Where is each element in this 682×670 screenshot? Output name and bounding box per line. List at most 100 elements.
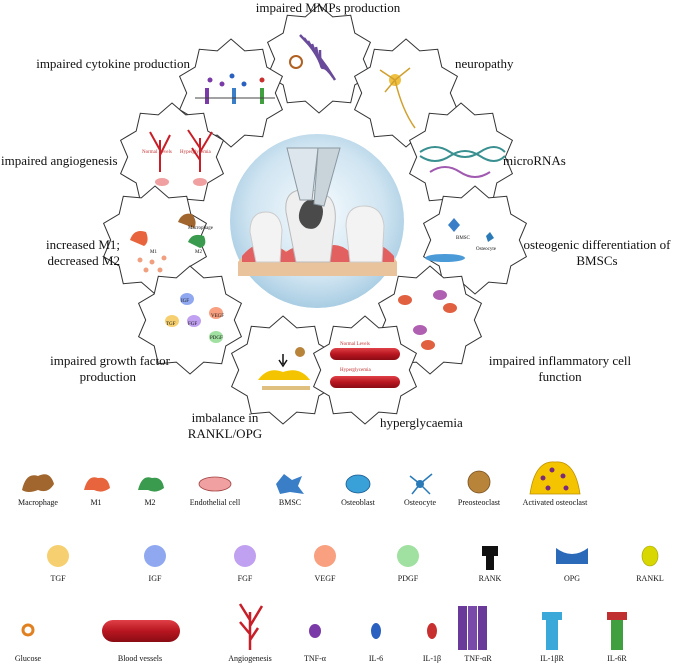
- m1-secretion-dot: [157, 267, 163, 273]
- legend-label-rank: RANK: [478, 574, 502, 583]
- legend-label-rankl: RANKL: [636, 574, 664, 583]
- angiogenesis-vessels: [149, 129, 213, 172]
- legend-icon-vegf: [314, 545, 336, 567]
- osteoclast-nucleus-dot: [545, 485, 551, 491]
- label-osteogenic-differentiation: osteogenic differentiation of: [523, 237, 671, 252]
- legend-label-il-1-: IL-1β: [422, 654, 442, 663]
- legend-icon-il-6r: [611, 616, 623, 650]
- inflammatory-cell: [433, 290, 447, 300]
- label-function: function: [538, 369, 582, 384]
- legend-icon-preosteoclast: [467, 470, 491, 494]
- legend-icon-il-1b: [427, 623, 437, 639]
- legend-label-igf: IGF: [148, 574, 162, 583]
- legend-icon-il-1b-r-head: [542, 612, 562, 620]
- legend-icon-tnf-alpha-r: [458, 606, 467, 650]
- cytokine-dot: [229, 73, 235, 79]
- label-increased-m1: increased M1;: [45, 237, 120, 252]
- mini-macrophage: Macrophage: [188, 226, 213, 231]
- legend-icon-osteoblast: [345, 474, 371, 494]
- label-hyperglycaemia: hyperglycaemia: [380, 415, 463, 430]
- label-impaired-growth-factor: impaired growth factor: [50, 353, 170, 368]
- legend-icon-m1: [84, 477, 110, 492]
- mini-m1-cell: [130, 231, 148, 246]
- legend-label-angiogenesis: Angiogenesis: [228, 654, 272, 663]
- mini-blood-vessel-hyper: [330, 376, 400, 388]
- legend-icon-tnf-alpha-r: [478, 606, 487, 650]
- legend-label-opg: OPG: [563, 574, 580, 583]
- legend-label-il-6r: IL-6R: [607, 654, 627, 663]
- osteoclast-nucleus-dot: [540, 475, 546, 481]
- growth-factor-blob: [165, 315, 179, 327]
- mini-normal-levels: Normal Levels: [142, 150, 172, 155]
- legend-label-fgf: FGF: [237, 574, 253, 583]
- cytokine-receptor-il1: [260, 88, 264, 104]
- center-illustration: [230, 134, 404, 308]
- growth-factor-blob: [209, 331, 223, 343]
- mini-blood-vessel-normal: [330, 348, 400, 360]
- legend-icon-angiogenesis: [238, 603, 264, 650]
- m1-secretion-dot: [143, 267, 149, 273]
- mini-bmsc: BMSC: [456, 236, 470, 241]
- mini-osteocyte-cell: [486, 232, 494, 242]
- inflammatory-cell: [421, 340, 435, 350]
- legend-icon-glucose: [21, 623, 35, 637]
- frame-osteogenic: [422, 185, 528, 295]
- mini-bone-surface: [262, 386, 310, 390]
- legend-icon-blood-vessels: [102, 620, 180, 642]
- mmp-ring: [289, 55, 303, 69]
- mini-fgf: FGF: [188, 322, 198, 327]
- label-imbalance-in: imbalance in: [191, 410, 259, 425]
- mirna-strand: [429, 166, 491, 178]
- legend-icon-m2: [138, 477, 164, 492]
- m1-secretion-dot: [137, 257, 143, 263]
- legend-label-m2: M2: [144, 498, 156, 507]
- legend-icon-tnf-alpha: [309, 624, 321, 638]
- legend-label-il-6: IL-6: [368, 654, 384, 663]
- label-impaired-mmps-production: impaired MMPs production: [255, 0, 401, 15]
- mini-arrow-down: [278, 354, 288, 368]
- legend-label-preosteoclast: Preosteoclast: [457, 498, 501, 507]
- legend-icon-osteocyte-arms: [409, 473, 433, 495]
- label-neuropathy: neuropathy: [455, 56, 514, 71]
- mini-hyperglycemia: Hyperglycemia: [180, 150, 211, 155]
- growth-factor-blob: [209, 307, 223, 319]
- frame-rankl-opg: [230, 315, 336, 425]
- label-impaired-angiogenesis: impaired angiogenesis: [1, 153, 118, 168]
- label-bmscs: BMSCs: [576, 253, 618, 268]
- legend-icon-tgf: [47, 545, 69, 567]
- cytokine-dot: [259, 77, 265, 83]
- legend-icon-macrophage: [22, 474, 54, 492]
- mini-osteocyte: Osteocyte: [476, 247, 496, 252]
- mini-normal-levels-2: Normal Levels: [340, 342, 370, 347]
- legend-icon-pdgf: [397, 545, 419, 567]
- legend-icon-activated-osteoclast: [529, 461, 581, 495]
- mini-m2-cell: [188, 234, 206, 248]
- mmp-protein-strand: [318, 49, 327, 70]
- legend-label-tgf: TGF: [50, 574, 66, 583]
- label-rankl-opg: RANKL/OPG: [187, 426, 263, 441]
- legend-label-pdgf: PDGF: [397, 574, 419, 583]
- endothelial-cell: [155, 178, 169, 186]
- legend-icon-osteocyte: [416, 480, 424, 488]
- frame-hyperglycaemia: [312, 315, 418, 425]
- mini-activated-osteoclast: [258, 370, 310, 380]
- inflammatory-cell: [413, 325, 427, 335]
- legend-icon-il-6: [371, 623, 381, 639]
- legend-icon-rank: [482, 546, 498, 570]
- cytokine-dot: [241, 81, 247, 87]
- legend-label-endothelial-cell: Endothelial cell: [189, 498, 241, 507]
- label-decreased-m2: decreased M2: [47, 253, 120, 268]
- label-production: production: [79, 369, 136, 384]
- mini-igf: IGF: [181, 299, 190, 304]
- legend-label-glucose: Glucose: [14, 654, 42, 663]
- legend-label-tnf-r: TNF-αR: [464, 654, 492, 663]
- legend-label-activated-osteoclast: Activated osteoclast: [522, 498, 588, 507]
- legend-label-macrophage: Macrophage: [18, 498, 58, 507]
- legend-icon-igf: [144, 545, 166, 567]
- m1-secretion-dot: [161, 255, 167, 261]
- osteoclast-nucleus-dot: [563, 485, 569, 491]
- cytokine-receptor-il6: [232, 88, 236, 104]
- legend-icon-il-1b-r: [546, 616, 558, 650]
- mirna-strand: [419, 146, 506, 158]
